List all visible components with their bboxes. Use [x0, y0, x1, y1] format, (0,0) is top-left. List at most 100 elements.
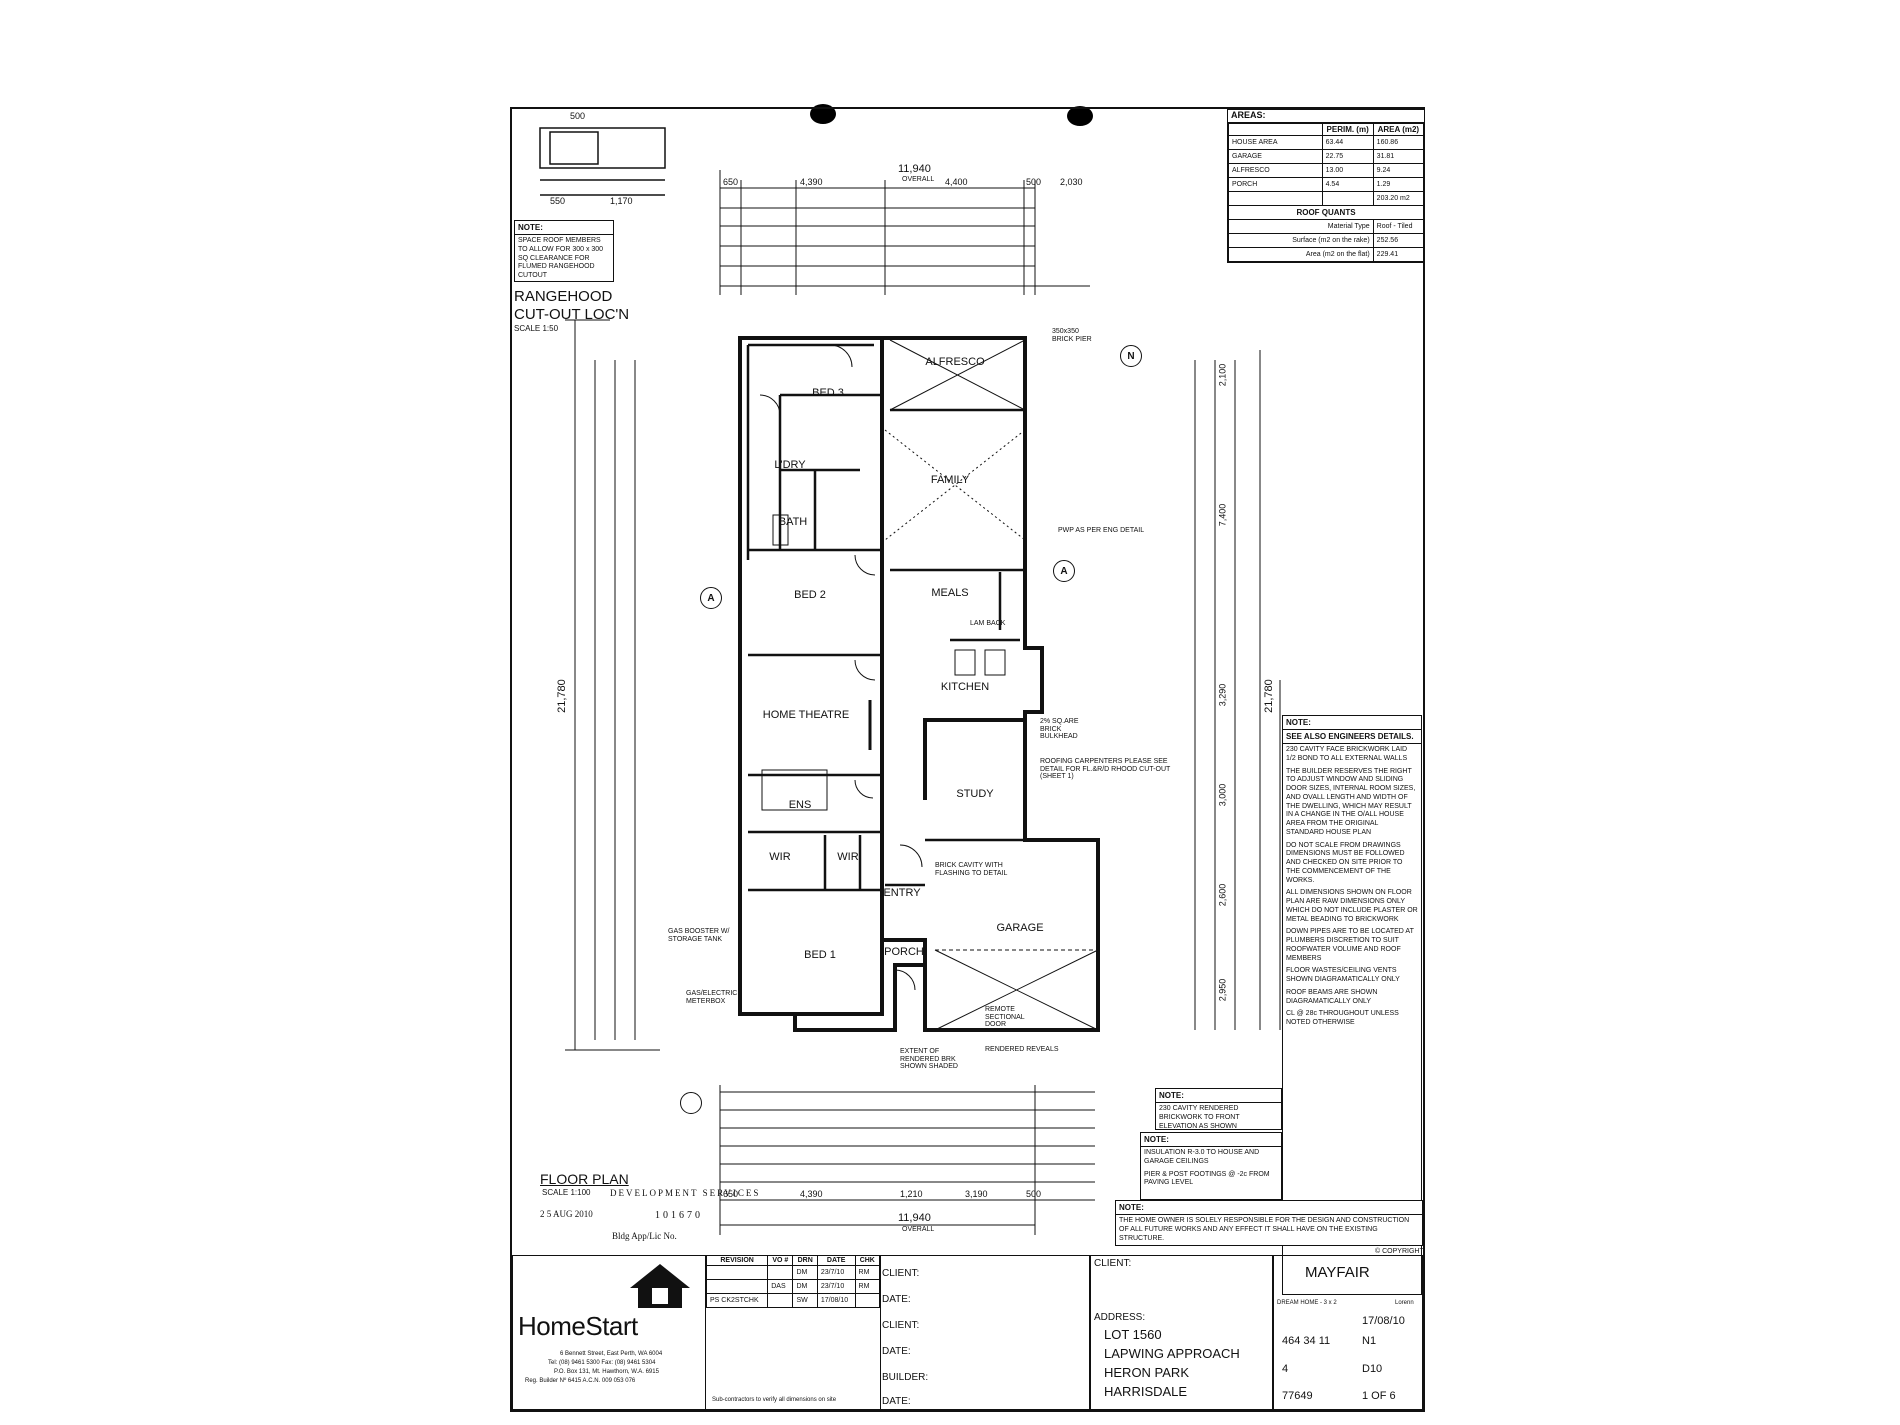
annotation-brick-cavity: BRICK CAVITY WITH FLASHING TO DETAIL — [935, 862, 1008, 877]
stamp-caption: Bldg App/Lic No. — [612, 1231, 677, 1241]
table-row: Material Type Roof - Tiled — [1228, 218, 1425, 234]
room-porch: PORCH — [884, 946, 924, 958]
punch-hole-right — [1067, 106, 1093, 126]
date-label-1: DATE: — [882, 1294, 911, 1305]
company-address-1: 6 Bennett Street, East Perth, WA 6004 — [560, 1351, 663, 1357]
notes-right: NOTE: SEE ALSO ENGINEERS DETAILS. 230 CA… — [1282, 715, 1422, 1295]
client-label-1: CLIENT: — [882, 1268, 920, 1279]
address-street: LAPWING APPROACH — [1104, 1346, 1240, 1361]
section-marker-right: A — [1053, 560, 1075, 582]
right-dim-6: 2,950 — [1217, 978, 1228, 1002]
table-row: Surface (m2 on the rake) 252.56 — [1228, 232, 1425, 248]
job-number: 77649 — [1282, 1390, 1313, 1402]
north-arrow-icon: N — [1120, 345, 1142, 367]
table-row: ALFRESCO 13.00 9.24 — [1228, 162, 1425, 178]
rangehood-title-2: CUT-OUT LOC'N — [514, 306, 630, 323]
address-suburb: HARRISDALE — [1104, 1384, 1188, 1399]
areas-col-name — [1228, 122, 1323, 136]
notes-right-item: FLOOR WASTES/CEILING VENTS SHOWN DIAGRAM… — [1286, 967, 1400, 983]
table-row: DM 23/7/10 RM — [705, 1265, 881, 1280]
room-alfresco: ALFRESCO — [925, 356, 985, 368]
company-block — [512, 1255, 706, 1410]
areas-col-perim: PERIM. (m) — [1321, 122, 1374, 136]
annotation-gas-booster: GAS BOOSTER W/ STORAGE TANK — [668, 928, 730, 943]
notes-right-item: CL @ 28c THROUGHOUT UNLESS NOTED OTHERWI… — [1286, 1010, 1399, 1026]
design-name: MAYFAIR — [1305, 1264, 1370, 1281]
date-label-2: DATE: — [882, 1346, 911, 1357]
table-row: Area (m2 on the flat) 229.41 — [1228, 246, 1425, 262]
room-bed1: BED 1 — [804, 949, 836, 961]
bottom-dim-5: 500 — [1026, 1189, 1042, 1199]
section-marker-left: A — [700, 587, 722, 609]
room-ldry: L'DRY — [774, 459, 806, 471]
annotation-roofing: ROOFING CARPENTERS PLEASE SEE DETAIL FOR… — [1040, 758, 1171, 781]
notes-right-line: SEE ALSO ENGINEERS DETAILS. — [1283, 730, 1421, 744]
rangehood-note: NOTE: SPACE ROOF MEMBERS TO ALLOW FOR 30… — [514, 220, 614, 282]
annotation-sectional-door: REMOTE SECTIONAL DOOR — [985, 1006, 1025, 1029]
drawing-sheet — [510, 107, 1425, 1412]
address-label: ADDRESS: — [1094, 1312, 1146, 1323]
client-label-2: CLIENT: — [882, 1320, 920, 1331]
address-block — [1090, 1255, 1273, 1410]
wind-class: N1 — [1362, 1335, 1377, 1347]
room-wir-2: WIR — [837, 851, 859, 863]
room-entry: ENTRY — [883, 887, 921, 899]
annotation-gas-meter: GAS/ELECTRIC METERBOX — [686, 990, 738, 1005]
sheet-number: 1 OF 6 — [1362, 1390, 1396, 1402]
overall-width-top: 11,940 — [898, 163, 931, 175]
rangehood-note-text: SPACE ROOF MEMBERS TO ALLOW FOR 300 x 30… — [518, 237, 604, 279]
notes-right-item: DOWN PIPES ARE TO BE LOCATED AT PLUMBERS… — [1286, 928, 1414, 962]
room-bath: BATH — [778, 516, 808, 528]
notes-right-item: ROOF BEAMS ARE SHOWN DIAGRAMATICALLY ONL… — [1286, 988, 1378, 1005]
notes-bottom-2: NOTE: INSULATION R-3.0 TO HOUSE AND GARA… — [1140, 1132, 1282, 1200]
table-row: DAS DM 23/7/10 RM — [705, 1279, 881, 1294]
rangehood-title-1: RANGEHOOD — [514, 288, 613, 305]
plan-date: 17/08/10 — [1362, 1315, 1405, 1327]
client-block — [880, 1255, 1090, 1410]
client-head: CLIENT: — [1094, 1258, 1132, 1269]
top-dim-3: 4,400 — [945, 177, 968, 187]
stamp-number: 101670 — [655, 1210, 703, 1221]
room-study: STUDY — [956, 788, 994, 800]
room-family: FAMILY — [930, 474, 970, 486]
notes-right-item: DO NOT SCALE FROM DRAWINGS DIMENSIONS MU… — [1286, 841, 1405, 884]
room-ens: ENS — [788, 799, 812, 811]
revision-table: REVISION VO # DRN DATE CHK DM 23/7/10 RM… — [705, 1255, 881, 1308]
room-wir-1: WIR — [769, 851, 791, 863]
rangehood-note-title: NOTE: — [515, 221, 613, 235]
plan-number: 464 34 11 — [1282, 1335, 1331, 1347]
overall-depth-left: 21,780 — [555, 679, 568, 713]
notes-right-item: THE BUILDER RESERVES THE RIGHT TO ADJUST… — [1286, 767, 1416, 836]
subcontractor-note: Sub-contractors to verify all dimensions… — [712, 1397, 837, 1403]
overall-width-bottom: 11,940 — [898, 1212, 931, 1224]
bottom-dim-3: 1,210 — [900, 1189, 923, 1199]
annotation-rendered-reveals: RENDERED REVEALS — [985, 1046, 1059, 1053]
room-garage: GARAGE — [996, 922, 1044, 934]
copyright: © COPYRIGHT — [1375, 1248, 1424, 1255]
bottom-dim-2: 4,390 — [800, 1189, 823, 1199]
table-row: GARAGE 22.75 31.81 — [1228, 148, 1425, 164]
notes-bottom-1: NOTE: 230 CAVITY RENDERED BRICKWORK TO F… — [1155, 1088, 1282, 1130]
rangehood-dim-2: 550 — [550, 196, 566, 206]
room-kitchen: KITCHEN — [940, 681, 990, 693]
overall-label-top: OVERALL — [902, 176, 935, 183]
company-address-3: P.O. Box 131, Mt. Hawthorn, W.A. 6915 — [554, 1369, 659, 1375]
room-bed3: BED 3 — [812, 387, 844, 399]
design-elevation: Lorenn — [1395, 1300, 1414, 1306]
annotation-brick-pier: 350x350 BRICK PIER — [1052, 328, 1092, 343]
home-logo-icon — [630, 1264, 690, 1308]
room-meals: MEALS — [931, 587, 969, 599]
right-dim-1: 2,100 — [1217, 363, 1228, 387]
areas-table: AREAS: PERIM. (m) AREA (m2) HOUSE AREA 6… — [1227, 109, 1425, 263]
company-name: HomeStart — [518, 1311, 638, 1341]
notes-bottom-3: NOTE: THE HOME OWNER IS SOLELY RESPONSIB… — [1115, 1200, 1423, 1246]
floor-plan-title: FLOOR PLAN — [540, 1171, 629, 1187]
room-bed2: BED 2 — [794, 589, 826, 601]
company-address-4: Reg. Builder Nº 6415 A.C.N. 009 053 076 — [525, 1378, 636, 1384]
table-row: PORCH 4.54 1.29 — [1228, 176, 1425, 192]
right-dim-2: 7,400 — [1217, 503, 1228, 527]
areas-col-area: AREA (m2) — [1372, 122, 1425, 136]
top-dim-4: 500 — [1026, 177, 1042, 187]
overall-depth-right: 21,780 — [1262, 679, 1275, 713]
address-lot: LOT 1560 — [1104, 1327, 1162, 1342]
